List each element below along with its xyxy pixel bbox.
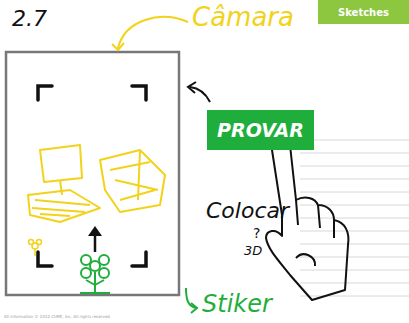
copyright-footer: All information © 2012 CURE, Inc. All ri… [4, 315, 110, 319]
camera-note: Câmara [192, 4, 294, 30]
question-mark: ? [253, 226, 260, 240]
sticker-note: Stiker [202, 292, 272, 316]
three-d-note: 3D [244, 244, 262, 257]
screen-number: 2.7 [12, 8, 47, 30]
place-note: Colocar [206, 200, 289, 222]
button-sketch: PROVAR [207, 110, 314, 150]
section-band: Sketches [318, 0, 409, 24]
node-text: Sketches [338, 7, 389, 18]
node-text: PROVAR [217, 119, 304, 141]
